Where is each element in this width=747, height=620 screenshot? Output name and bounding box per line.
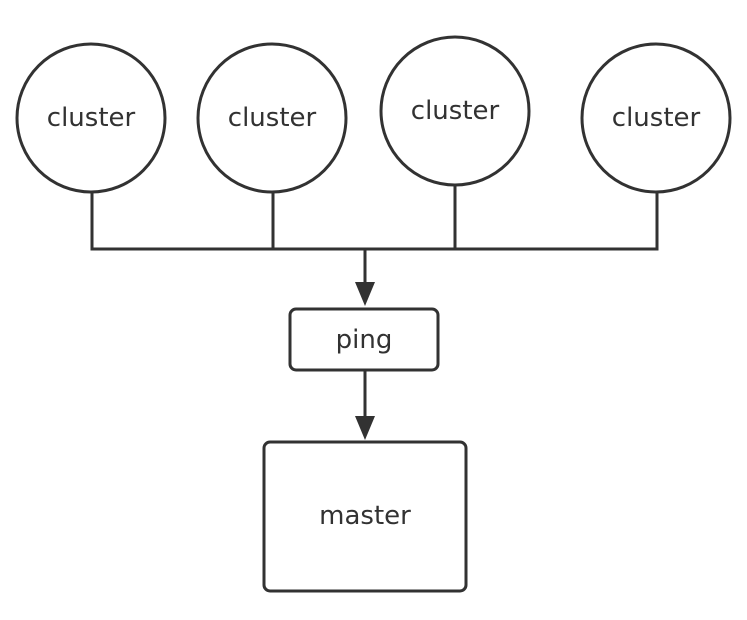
master-node-label: master [319, 501, 411, 531]
cluster-node-4: cluster [580, 42, 732, 194]
cluster-node-2: cluster [196, 42, 348, 194]
cluster-node-1-label: cluster [47, 103, 136, 133]
arrowhead-to-ping [355, 282, 375, 306]
cluster-node-3: cluster [379, 35, 531, 187]
connectors [90, 185, 659, 440]
ping-node-label: ping [336, 325, 393, 355]
cluster-node-2-label: cluster [228, 103, 317, 133]
cluster-node-4-label: cluster [612, 103, 701, 133]
cluster-node-3-label: cluster [411, 96, 500, 126]
master-node: master [262, 440, 468, 593]
cluster-node-1: cluster [15, 42, 167, 194]
arrowhead-to-master [355, 416, 375, 440]
ping-node: ping [288, 307, 440, 372]
